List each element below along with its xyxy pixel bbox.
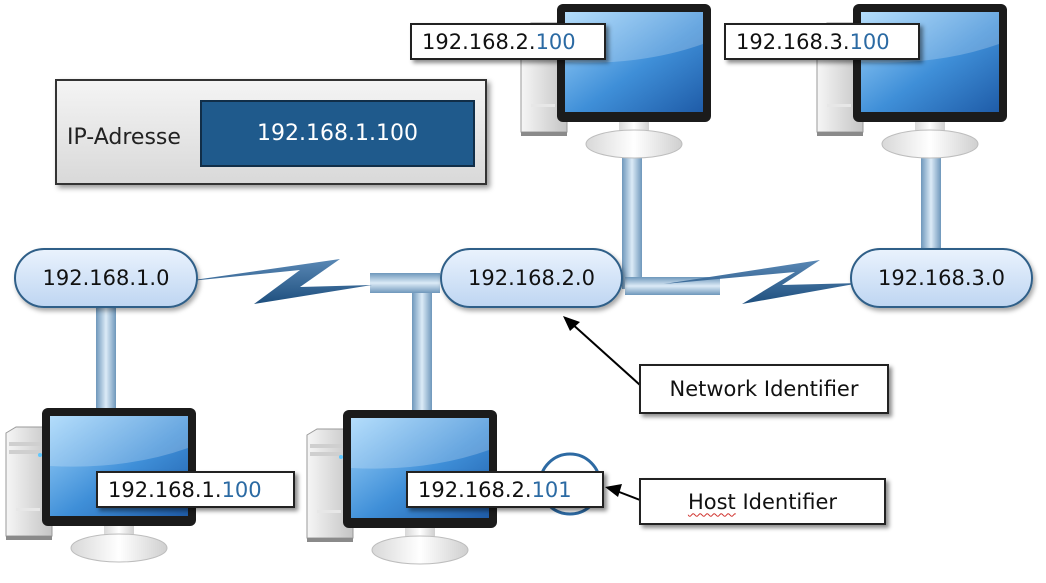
cable-pc1 (96, 305, 116, 410)
host-ip-label-pc1: 192.168.1.100 (96, 471, 295, 508)
cable-net2-right (625, 277, 720, 295)
network-part: 192.168.1. (108, 477, 222, 502)
host-identifier-arrowhead (605, 484, 622, 497)
network-node-192-168-2-0: 192.168.2.0 (440, 248, 623, 308)
ip-address-panel: IP-Adresse 192.168.1.100 (55, 79, 487, 185)
identifier-word: Identifier (735, 489, 838, 514)
network-part: 192.168.2. (418, 477, 532, 502)
network-part: 192.168.3. (736, 29, 850, 54)
network-identifier-arrow (569, 321, 641, 386)
wan-link-2-3-icon (664, 260, 860, 304)
host-part: 100 (535, 29, 576, 54)
network-part: 192.168.2. (422, 29, 536, 54)
cable-pc2 (412, 283, 432, 411)
wan-link-1-2-icon (180, 259, 372, 304)
cable-pc4 (921, 148, 941, 248)
ip-address-value: 192.168.1.100 (200, 100, 475, 167)
network-node-192-168-1-0: 192.168.1.0 (14, 248, 198, 308)
host-ip-label-pc2: 192.168.2.101 (406, 471, 604, 508)
network-identifier-callout: Network Identifier (639, 364, 889, 414)
ip-address-label: IP-Adresse (67, 125, 181, 150)
host-part: 100 (849, 29, 890, 54)
host-identifier-callout: Host Identifier (639, 478, 886, 525)
host-part: 100 (221, 477, 262, 502)
network-identifier-arrowhead (563, 316, 580, 331)
host-ip-label-pc3: 192.168.2.100 (410, 23, 606, 60)
host-word: Host (687, 489, 736, 514)
host-ip-label-pc4: 192.168.3.100 (724, 23, 920, 60)
cable-junction (370, 273, 440, 293)
host-part: 101 (531, 477, 572, 502)
cable-pc3 (622, 148, 642, 289)
network-node-192-168-3-0: 192.168.3.0 (850, 248, 1033, 308)
